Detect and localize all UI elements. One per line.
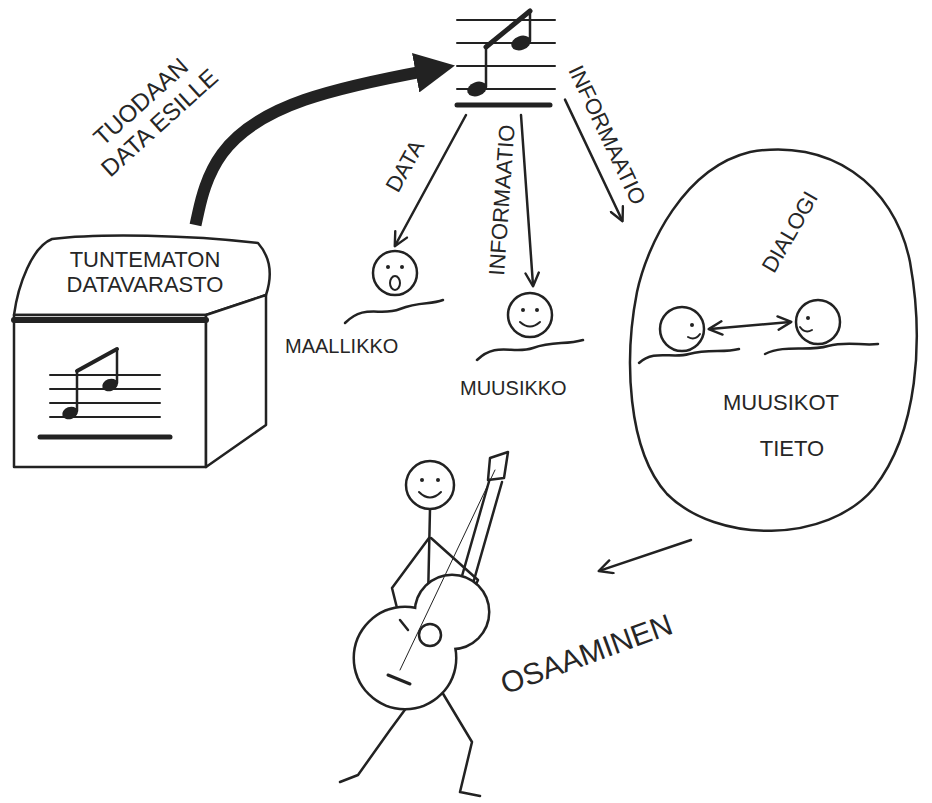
store-side	[206, 295, 266, 467]
group-outline	[630, 149, 917, 530]
node-outline	[455, 5, 565, 115]
staff-line	[50, 374, 160, 376]
guitar-neck	[470, 482, 502, 594]
eye	[806, 316, 810, 320]
guitar-neck	[458, 478, 490, 590]
face-outline	[508, 293, 552, 337]
smile	[520, 322, 540, 327]
edge-label: DIALOGI	[756, 185, 825, 278]
eye	[400, 265, 404, 269]
node-label: MUUSIKOT	[696, 390, 866, 415]
smile	[688, 334, 700, 338]
body-line	[639, 349, 739, 363]
face-outline	[373, 251, 417, 295]
musician-face	[654, 305, 710, 365]
layman-figure: MAALLIKKO	[285, 245, 445, 365]
guitarist-figure: OSAAMINEN	[330, 430, 600, 800]
staff-line	[457, 19, 555, 21]
eye	[436, 478, 440, 482]
smile	[800, 327, 812, 331]
eye	[535, 308, 539, 312]
guitar-body	[416, 576, 488, 648]
node-outline	[330, 430, 600, 800]
edge-label: INFORMAATIO	[484, 122, 520, 279]
body-line	[345, 300, 443, 323]
node-label: OSAAMINEN	[496, 607, 677, 701]
edge-label: DATA	[380, 134, 431, 198]
store-rim	[14, 317, 206, 323]
staff-line	[50, 402, 160, 404]
connectors	[196, 66, 791, 571]
body-line	[765, 344, 878, 354]
store-lid	[14, 236, 270, 315]
staff-line	[457, 103, 550, 108]
node-outline	[654, 305, 710, 365]
sound-hole	[419, 624, 441, 646]
hand	[400, 620, 408, 630]
sheet-music	[455, 5, 565, 115]
node-outline	[622, 140, 922, 540]
note-stem	[529, 11, 532, 41]
store-front	[14, 315, 206, 467]
note-beam	[77, 349, 117, 371]
open-mouth	[390, 276, 400, 290]
arrow-connector	[710, 322, 790, 329]
arrow-connector	[521, 115, 533, 285]
node-label: MUUSIKKO	[460, 377, 567, 400]
face-outline	[660, 307, 704, 351]
body-line	[477, 340, 583, 360]
guitar-body-fill	[416, 576, 488, 648]
face-outline	[796, 300, 840, 344]
eye	[521, 308, 525, 312]
musician-face	[790, 298, 846, 358]
musician-figure: MUUSIKKO	[455, 285, 585, 410]
note-beam	[486, 11, 530, 47]
musicians-group: MUUSIKOT TIETO	[622, 140, 922, 540]
eye	[386, 265, 390, 269]
big-arrow	[196, 66, 456, 226]
eye	[420, 478, 424, 482]
staff-line	[457, 65, 555, 67]
data-store-box: TUNTEMATON DATAVARASTO	[10, 225, 275, 470]
leg	[442, 692, 480, 796]
smile	[419, 492, 441, 498]
node-outline	[790, 298, 846, 358]
node-label: TUNTEMATON DATAVARASTO	[40, 247, 250, 298]
guitar-bridge	[388, 675, 410, 684]
note-stem	[116, 349, 119, 383]
note-stem	[76, 371, 79, 411]
node-label: TIETO	[707, 436, 877, 461]
eye	[690, 323, 694, 327]
staff-line	[457, 42, 555, 44]
node-label: MAALLIKKO	[285, 335, 398, 358]
staff-line	[40, 435, 170, 440]
arrow-connector	[600, 540, 691, 571]
note-stem	[485, 47, 488, 87]
guitar-headstock	[488, 452, 508, 480]
head-outline	[406, 461, 454, 509]
